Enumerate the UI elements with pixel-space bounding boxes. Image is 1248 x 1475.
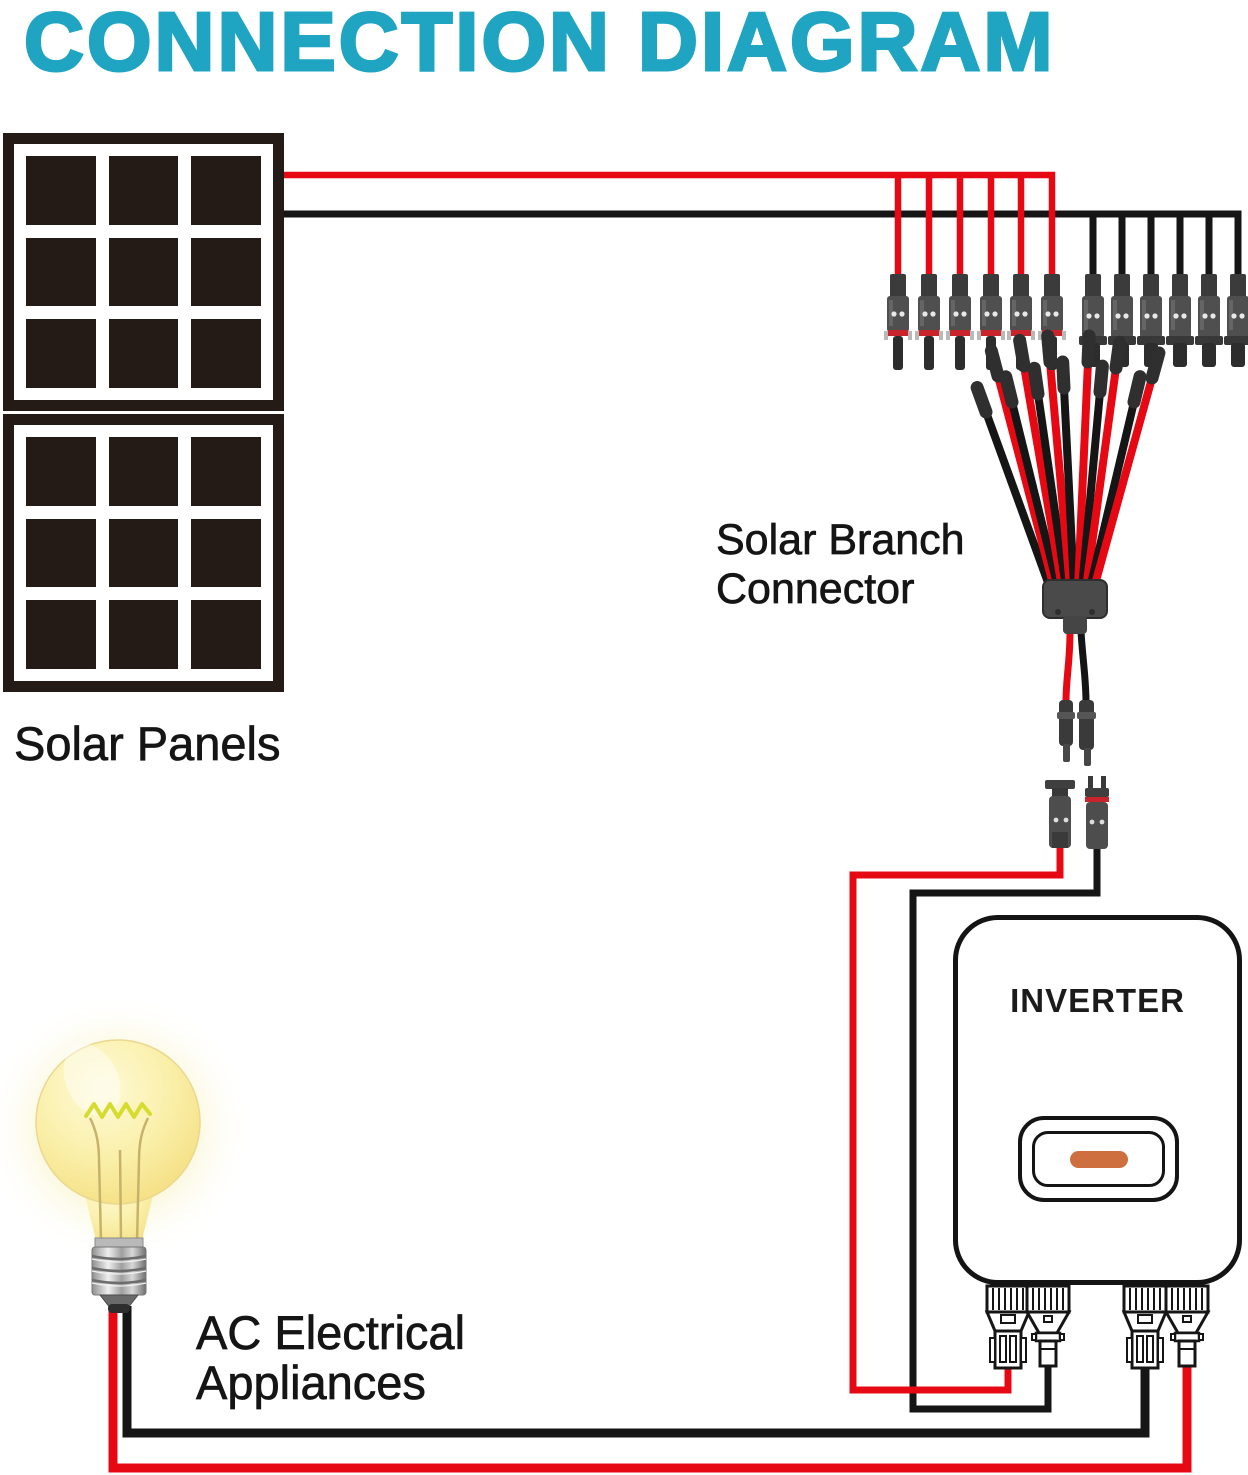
bulb-filament [84, 1102, 152, 1119]
solar-cell [191, 518, 261, 588]
branch-input-wire-12 [1090, 376, 1156, 590]
solar-cell [26, 156, 96, 225]
inverter-indicator-window [1032, 1131, 1165, 1187]
branch-output-connector-red [1057, 700, 1075, 762]
solar-cell [108, 437, 179, 506]
inverter: INVERTER [953, 915, 1242, 1285]
solar-cell [26, 237, 96, 307]
solar-cell [191, 600, 261, 669]
inverter-port-connector-1 [984, 1284, 1032, 1370]
branch-input-wire-4 [1020, 365, 1066, 589]
branch-output-connector-black [1077, 700, 1096, 766]
branch-input-connector-tip-4 [1013, 333, 1031, 373]
ac-neutral-wire [122, 1306, 1150, 1438]
solar-cell [26, 319, 96, 388]
solar-cell [191, 319, 261, 388]
solar-cell [108, 600, 179, 669]
branch-output-wire-red [1062, 631, 1074, 703]
solar-cell [191, 437, 261, 506]
inverter-input-connector-black [1085, 776, 1109, 849]
pv-negative-bus-wire [282, 210, 1242, 278]
branch-input-wire-10 [1082, 367, 1120, 589]
branch-input-connector-tip-7 [1056, 355, 1071, 395]
solar-cell [191, 237, 261, 307]
branch-connector-hub [1042, 579, 1108, 634]
bulb-highlight [63, 1043, 121, 1117]
inverter-indicator-light [1069, 1150, 1128, 1168]
bulb-screw-base [91, 1237, 147, 1313]
light-bulb [0, 993, 253, 1313]
solar-cell [191, 156, 261, 225]
solar-cell [108, 319, 179, 388]
branch-input-connector-tip-12 [1145, 346, 1166, 385]
branch-label-line1: Solar Branch [716, 516, 965, 565]
inverter-indicator-panel [1018, 1116, 1179, 1202]
solar-panels-label: Solar Panels [14, 717, 281, 771]
inverter-port-connector-2 [1024, 1284, 1072, 1368]
solar-panel-2 [3, 414, 284, 692]
branch-label-line2: Connector [716, 565, 915, 614]
inverter-input-connector-red [1045, 780, 1075, 848]
solar-panel-array [3, 133, 284, 692]
ac-label-line2: Appliances [196, 1356, 427, 1409]
branch-input-connector-tip-9 [1093, 359, 1109, 399]
branch-input-connector-tip-11 [1127, 370, 1147, 409]
branch-input-wire-1 [982, 410, 1054, 590]
dc-positive-route-wire [849, 848, 1064, 1394]
ac-appliances-label: AC Electrical Appliances [196, 1306, 466, 1409]
mc4-connector-black-5 [1195, 274, 1223, 367]
branch-input-wire-5 [1034, 393, 1070, 589]
inverter-port-connector-3 [1121, 1284, 1169, 1370]
bulb-glass [35, 1039, 201, 1205]
branch-input-connector-tip-6 [1041, 329, 1057, 369]
branch-input-connector-tip-2 [984, 344, 1005, 383]
branch-input-wire-2 [994, 374, 1058, 590]
ac-label-line1: AC Electrical [196, 1306, 466, 1359]
branch-input-connector-tip-3 [999, 370, 1019, 409]
mc4-connector-black-3 [1137, 274, 1165, 367]
branch-connector-label: Solar Branch Connector [716, 516, 965, 614]
pv-positive-bus-wire [282, 171, 1056, 278]
inverter-label: INVERTER [1010, 982, 1185, 1019]
solar-panel-1 [3, 133, 284, 411]
branch-input-wire-8 [1074, 361, 1092, 589]
solar-cell [108, 156, 179, 225]
solar-cell [26, 600, 96, 669]
wires-layer [108, 171, 1242, 1473]
page-title: CONNECTION DIAGRAM [23, 0, 1056, 90]
mc4-connector-red-3 [946, 274, 974, 370]
solar-cell [26, 437, 96, 506]
branch-input-connector-tip-1 [970, 381, 993, 419]
filament-supports [88, 1117, 150, 1243]
ac-live-wire [108, 1306, 1192, 1473]
inverter-port-connector-4 [1163, 1284, 1211, 1368]
branch-input-wire-7 [1060, 387, 1078, 589]
dc-negative-route-wire [909, 849, 1101, 1413]
mc4-connector-black-4 [1166, 274, 1194, 367]
solar-cell [26, 518, 96, 588]
mc4-connector-red-1 [884, 274, 912, 370]
branch-input-connector-tip-8 [1081, 329, 1096, 369]
mc4-connector-black-6 [1224, 274, 1248, 367]
connectors-layer [884, 274, 1248, 1370]
branch-input-wire-9 [1078, 391, 1104, 589]
solar-cell [108, 237, 179, 307]
mc4-connector-red-2 [915, 274, 943, 370]
branch-input-connector-tip-10 [1109, 335, 1127, 375]
branch-input-connector-tip-5 [1027, 361, 1045, 401]
branch-input-wire-6 [1046, 361, 1074, 589]
branch-output-wire-black [1077, 631, 1090, 703]
solar-cell [108, 518, 179, 588]
branch-input-wire-11 [1086, 401, 1138, 589]
branch-input-wire-3 [1008, 401, 1062, 589]
